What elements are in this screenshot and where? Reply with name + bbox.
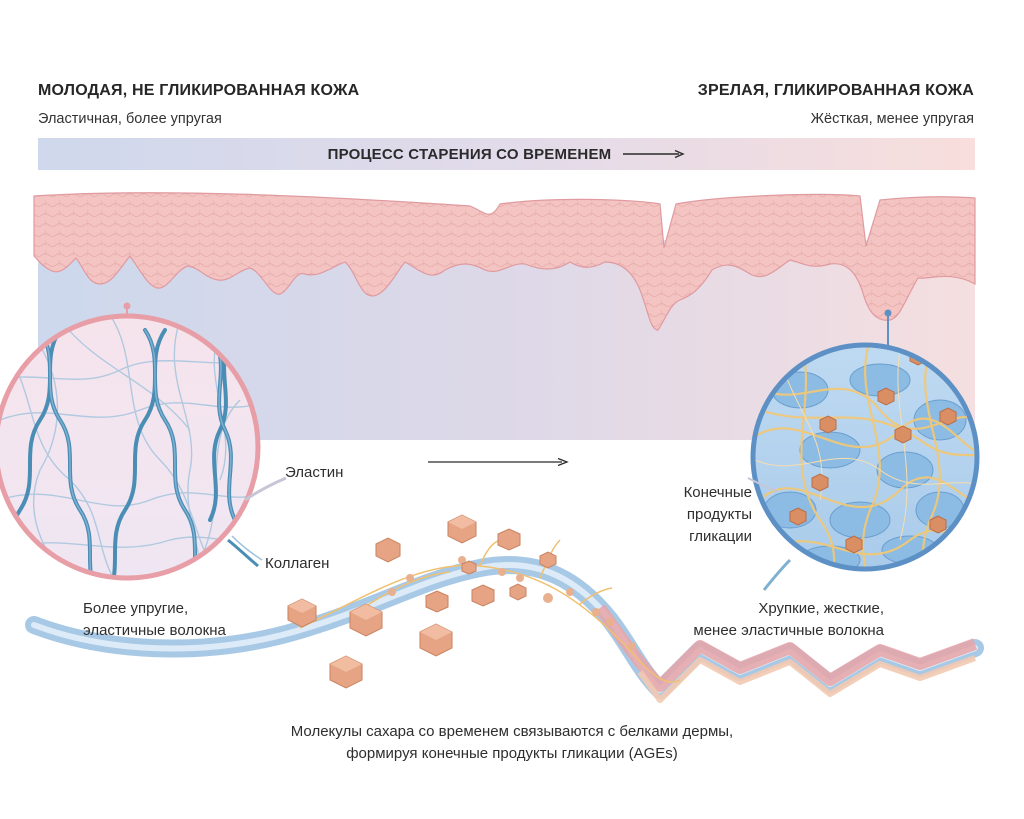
ages-label: Конечные продукты гликации: [683, 484, 752, 545]
time-arrow: [428, 457, 569, 467]
aged-skin-subtitle: Жёсткая, менее упругая: [810, 111, 974, 127]
young-fiber-pointers: [227, 476, 287, 568]
young-fibers-label: Более упругие, эластичные волокна: [83, 600, 226, 639]
glycation-cubes: [287, 514, 557, 689]
aging-process-band: ПРОЦЕСС СТАРЕНИЯ СО ВРЕМЕНЕМ: [38, 138, 975, 170]
caption: Молекулы сахара со временем связываются …: [290, 723, 734, 762]
aging-process-label: ПРОЦЕСС СТАРЕНИЯ СО ВРЕМЕНЕМ: [327, 145, 612, 163]
aged-fibers-label: Хрупкие, жесткие, менее эластичные волок…: [693, 600, 884, 639]
epidermis-layer: [33, 192, 976, 331]
aged-skin-title: ЗРЕЛАЯ, ГЛИКИРОВАННАЯ КОЖА: [697, 82, 974, 99]
glycated-fiber-strand: [25, 534, 984, 703]
young-skin-subtitle: Эластичная, более упругая: [38, 111, 222, 127]
arrow-right-icon: [623, 149, 686, 159]
collagen-label: Коллаген: [265, 555, 330, 572]
elastin-label: Эластин: [285, 464, 344, 481]
young-skin-title: МОЛОДАЯ, НЕ ГЛИКИРОВАННАЯ КОЖА: [38, 82, 360, 99]
